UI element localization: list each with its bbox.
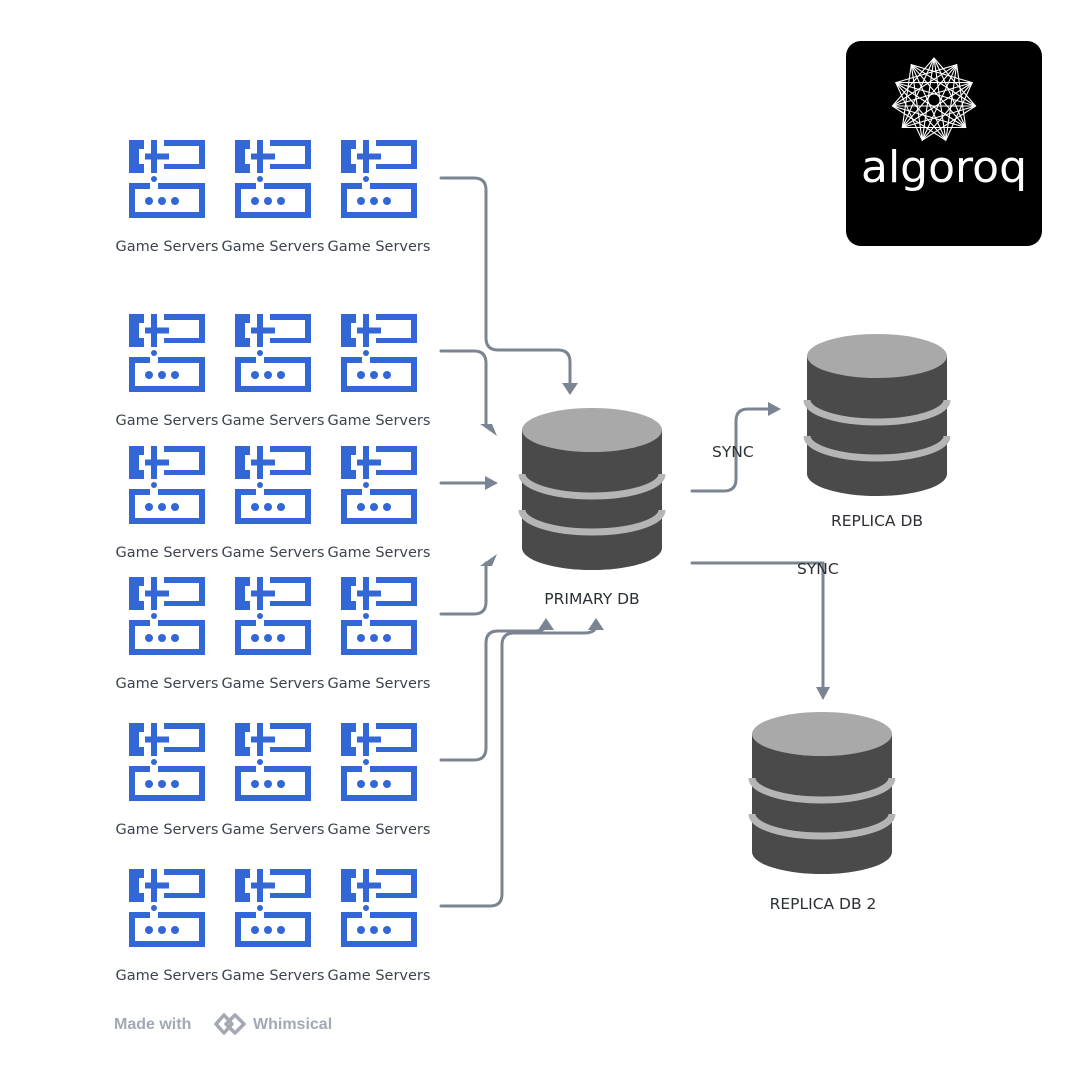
game-server-label: Game Servers bbox=[328, 968, 431, 984]
game-server-icon bbox=[129, 577, 205, 655]
algoroq-logo: algoroq bbox=[846, 41, 1042, 246]
game-server-label: Game Servers bbox=[116, 822, 219, 838]
replica-db-icon bbox=[807, 334, 947, 496]
footer-brand: Whimsical bbox=[253, 1016, 332, 1033]
made-with-whimsical-footer: Made with Whimsical bbox=[114, 1013, 332, 1035]
game-server-label: Game Servers bbox=[222, 822, 325, 838]
game-server-label: Game Servers bbox=[328, 822, 431, 838]
game-server-icon bbox=[341, 446, 417, 524]
game-server-icon bbox=[341, 140, 417, 218]
game-server-label: Game Servers bbox=[222, 545, 325, 561]
game-server-icon bbox=[341, 577, 417, 655]
game-server-icon bbox=[129, 723, 205, 801]
game-server-label: Game Servers bbox=[116, 413, 219, 429]
game-server-icon bbox=[235, 446, 311, 524]
connector-group-1 bbox=[439, 176, 572, 388]
arrowhead-primary-bottom-1 bbox=[538, 618, 554, 630]
arrowheads bbox=[480, 383, 830, 700]
game-server-icon bbox=[129, 446, 205, 524]
arrowhead-primary-upper-left bbox=[480, 424, 497, 436]
game-server-label: Game Servers bbox=[222, 239, 325, 255]
logo-background bbox=[846, 41, 1042, 246]
sync-label-1: SYNC bbox=[712, 443, 754, 461]
connector-group-6 bbox=[439, 623, 598, 908]
game-server-icon bbox=[235, 314, 311, 392]
game-server-icon bbox=[129, 869, 205, 947]
star-polygon-line bbox=[891, 57, 977, 141]
arrowhead-primary-top bbox=[562, 383, 578, 395]
connector-group-5 bbox=[439, 623, 548, 762]
primary-db-icon bbox=[522, 408, 662, 570]
arrowhead-primary-left bbox=[485, 476, 498, 490]
star-polygon-line bbox=[891, 57, 977, 141]
game-server-label: Game Servers bbox=[116, 239, 219, 255]
whimsical-logo-icon bbox=[214, 1013, 246, 1035]
game-server-icon bbox=[341, 314, 417, 392]
game-server-label: Game Servers bbox=[328, 676, 431, 692]
game-server-icon bbox=[235, 577, 311, 655]
game-server-label: Game Servers bbox=[222, 413, 325, 429]
game-server-label: Game Servers bbox=[116, 968, 219, 984]
logo-wordmark: algoroq bbox=[861, 142, 1027, 193]
replica-db-label: REPLICA DB bbox=[831, 512, 923, 530]
connector-lines bbox=[439, 176, 825, 908]
game-server-label: Game Servers bbox=[328, 239, 431, 255]
connector-group-2 bbox=[439, 349, 488, 428]
arrowhead-primary-bottom-2 bbox=[588, 618, 604, 630]
game-server-icon bbox=[341, 723, 417, 801]
arrowhead-primary-lower-left bbox=[480, 554, 497, 566]
game-server-label: Game Servers bbox=[328, 413, 431, 429]
game-server-icon bbox=[129, 314, 205, 392]
star-polygon-icon bbox=[891, 57, 977, 141]
arrowhead-replica-1 bbox=[768, 402, 781, 416]
game-server-icon bbox=[235, 723, 311, 801]
connector-group-4 bbox=[439, 561, 488, 616]
replica-db-2-icon bbox=[752, 712, 892, 874]
primary-db-label: PRIMARY DB bbox=[544, 590, 639, 608]
connector-sync-1 bbox=[690, 407, 772, 493]
replica-db-2-label: REPLICA DB 2 bbox=[770, 895, 877, 913]
game-server-label: Game Servers bbox=[328, 545, 431, 561]
connector-sync-2 bbox=[690, 561, 825, 692]
arrowhead-replica-2 bbox=[816, 687, 830, 700]
game-server-label: Game Servers bbox=[116, 545, 219, 561]
footer-made-with: Made with bbox=[114, 1016, 191, 1033]
game-server-label: Game Servers bbox=[116, 676, 219, 692]
game-server-icon bbox=[341, 869, 417, 947]
game-server-icon bbox=[129, 140, 205, 218]
game-server-icon bbox=[235, 869, 311, 947]
sync-label-2: SYNC bbox=[797, 560, 839, 578]
game-server-icon bbox=[235, 140, 311, 218]
game-server-label: Game Servers bbox=[222, 968, 325, 984]
game-server-label: Game Servers bbox=[222, 676, 325, 692]
